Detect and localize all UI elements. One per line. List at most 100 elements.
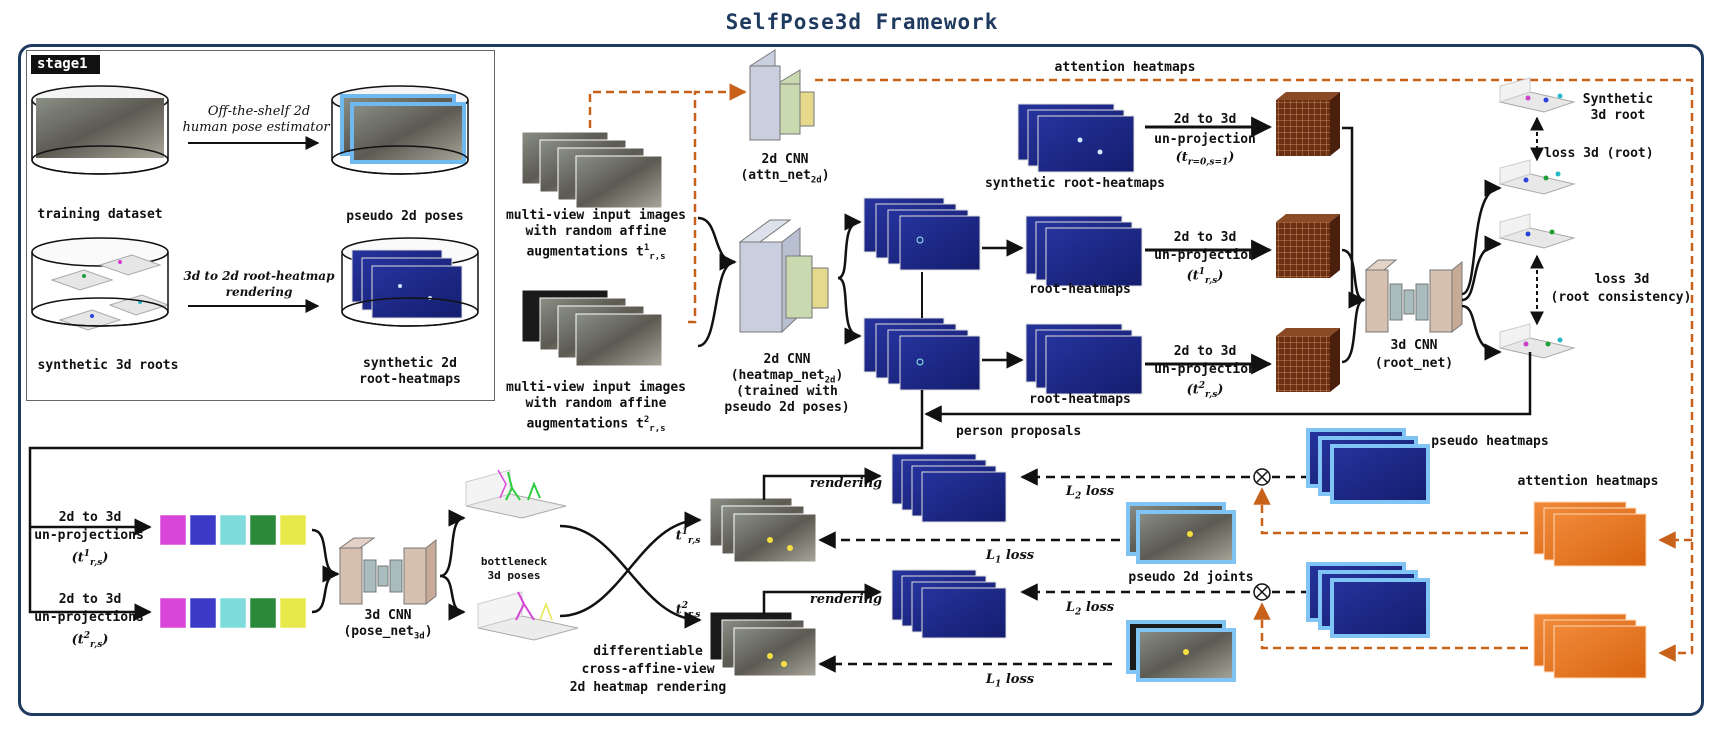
heatmap-net-trained-label-2: pseudo 2d poses) (724, 400, 850, 415)
pseudo-2d-poses-label: pseudo 2d poses (346, 209, 464, 224)
pose-unproj-2-label-1: 2d to 3d (58, 592, 122, 607)
pose-net-name-label: (pose_net3d) (343, 624, 433, 642)
pseudo-heatmaps-label: pseudo heatmaps (1431, 434, 1549, 449)
root-net-name-label: (root_net) (1374, 356, 1454, 371)
unproj-view1-label-1: 2d to 3d (1173, 230, 1237, 245)
pose-unproj-2-param: (t2r,s) (71, 631, 109, 650)
unproj-view2-param: (t2r,s) (1186, 381, 1224, 400)
root-plane-synthetic (1498, 77, 1576, 113)
attn-net-cnn-label: 2d CNN (761, 152, 809, 167)
rendered-heatmap-stack-1 (891, 453, 1007, 523)
synthetic-3d-roots-cylinder (31, 237, 170, 331)
heatmap-net-trained-label-1: (trained with (736, 384, 838, 399)
multiply-node-2 (1253, 583, 1271, 601)
unproj-synthetic-label-2: un-projection (1154, 132, 1256, 147)
root-heatmap-stack-2 (1025, 323, 1143, 395)
bottleneck-label-2: 3d poses (487, 569, 541, 582)
rendered-heatmap-stack-2 (891, 569, 1007, 639)
training-dataset-label: training dataset (37, 207, 163, 222)
synthetic-2d-label-1: synthetic 2d (363, 356, 457, 371)
rendered-view2-images (709, 611, 817, 677)
root-plane-predicted (1498, 159, 1576, 195)
estimator-label-2: human pose estimator (182, 120, 330, 135)
estimator-label-1: Off-the-shelf 2d (207, 104, 311, 119)
render-caption-3: 2d heatmap rendering (569, 680, 727, 695)
loss-3d-root-label: loss 3d (root) (1544, 146, 1654, 161)
pose-net-cnn-block (338, 537, 437, 606)
person-proposals-label: person proposals (956, 424, 1082, 439)
view1-input-label-1: multi-view input images (505, 208, 686, 223)
synthetic-3d-root-label-1: Synthetic (1582, 92, 1654, 107)
pose-unproj-1-label-1: 2d to 3d (58, 510, 122, 525)
pose-net-cnn-label: 3d CNN (364, 608, 412, 623)
pose-voxel-row-1 (159, 514, 307, 546)
input-images-view2 (521, 289, 663, 367)
l2-loss-label-1: L2 loss (1065, 484, 1115, 502)
training-dataset-cylinder (31, 85, 169, 175)
pose-voxel-row-2 (159, 597, 307, 629)
pseudo-heatmap-stack-1 (1306, 428, 1430, 504)
heatmap-net-name-label: (heatmap_net2d) (730, 368, 844, 386)
view1-input-label-3: augmentations t1r,s (526, 243, 666, 262)
voxel-cube-view1 (1276, 214, 1340, 278)
voxel-cube-view2 (1276, 328, 1340, 392)
heatmap-stack-view1 (863, 197, 981, 271)
attn-net-cnn-block (749, 49, 815, 142)
stage1-tag: stage1 (31, 55, 100, 74)
unproj-view1-label-2: un-projection (1154, 248, 1256, 263)
root-heatmap-stack-1 (1025, 215, 1143, 287)
root-heatmap-rendering-label-1: 3d to 2d root-heatmap (183, 269, 335, 283)
heatmap-net-cnn-block (738, 219, 829, 334)
attention-heatmaps-top-label: attention heatmaps (1054, 60, 1196, 75)
input-images-view1 (521, 131, 663, 209)
loss-3d-consistency-label-1: loss 3d (1594, 272, 1650, 287)
unproj-synthetic-param: (tr=0,s=1) (1175, 150, 1235, 168)
heatmap-net-cnn-label: 2d CNN (763, 352, 811, 367)
synthetic-root-heatmaps-label: synthetic root-heatmaps (984, 176, 1165, 191)
framework-frame (18, 44, 1704, 716)
rendering-label-2: rendering (809, 592, 883, 607)
pose-unproj-1-label-2: un-projections (34, 528, 144, 543)
render-caption-2: cross-affine-view (581, 662, 715, 677)
bottleneck-label-1: bottleneck (480, 555, 548, 568)
unproj-view2-label-2: un-projection (1154, 362, 1256, 377)
root-heatmaps-label-1: root-heatmaps (1029, 282, 1131, 297)
attention-heatmaps-label: attention heatmaps (1517, 474, 1659, 489)
l1-loss-label-1: L1 loss (985, 548, 1035, 566)
pseudo-2d-poses-cylinder (331, 85, 469, 175)
synthetic-3d-roots-label: synthetic 3d roots (37, 358, 179, 373)
page-title: SelfPose3d Framework (725, 10, 999, 34)
t2-view-label: t2r,s (675, 601, 701, 620)
pseudo-joint-images-2 (1126, 620, 1236, 682)
pseudo-joint-images-1 (1126, 502, 1236, 564)
t1-view-label: t1r,s (675, 527, 701, 546)
l2-loss-label-2: L2 loss (1065, 600, 1115, 618)
view2-input-label-3: augmentations t2r,s (526, 415, 666, 434)
rendering-label-1: rendering (809, 476, 883, 491)
attn-net-name-label: (attn_net2d) (740, 168, 830, 186)
unproj-synthetic-label-1: 2d to 3d (1173, 112, 1237, 127)
root-net-cnn-block (1364, 259, 1463, 334)
view2-input-label-1: multi-view input images (505, 380, 686, 395)
bottleneck-pose-1 (465, 469, 567, 519)
root-plane-view1 (1498, 213, 1576, 249)
synthetic-root-heatmap-stack (1017, 103, 1135, 173)
multiply-node-1 (1253, 468, 1271, 486)
root-plane-view2 (1498, 323, 1576, 359)
pseudo-heatmap-stack-2 (1306, 562, 1430, 638)
root-heatmaps-label-2: root-heatmaps (1029, 392, 1131, 407)
rendered-view1-images (709, 497, 817, 563)
pose-unproj-2-label-2: un-projections (34, 610, 144, 625)
render-caption-1: differentiable (593, 644, 703, 659)
voxel-cube-synthetic (1276, 92, 1340, 156)
root-net-cnn-label: 3d CNN (1390, 338, 1438, 353)
attention-heatmap-stack-2 (1533, 613, 1647, 679)
pose-unproj-1-param: (t1r,s) (71, 549, 109, 568)
attention-heatmap-stack-1 (1533, 501, 1647, 567)
view1-input-label-2: with random affine (525, 224, 667, 239)
synthetic-3d-root-label-2: 3d root (1590, 108, 1646, 123)
unproj-view1-param: (t1r,s) (1186, 267, 1224, 286)
root-heatmap-rendering-label-2: rendering (225, 285, 293, 299)
l1-loss-label-2: L1 loss (985, 672, 1035, 690)
